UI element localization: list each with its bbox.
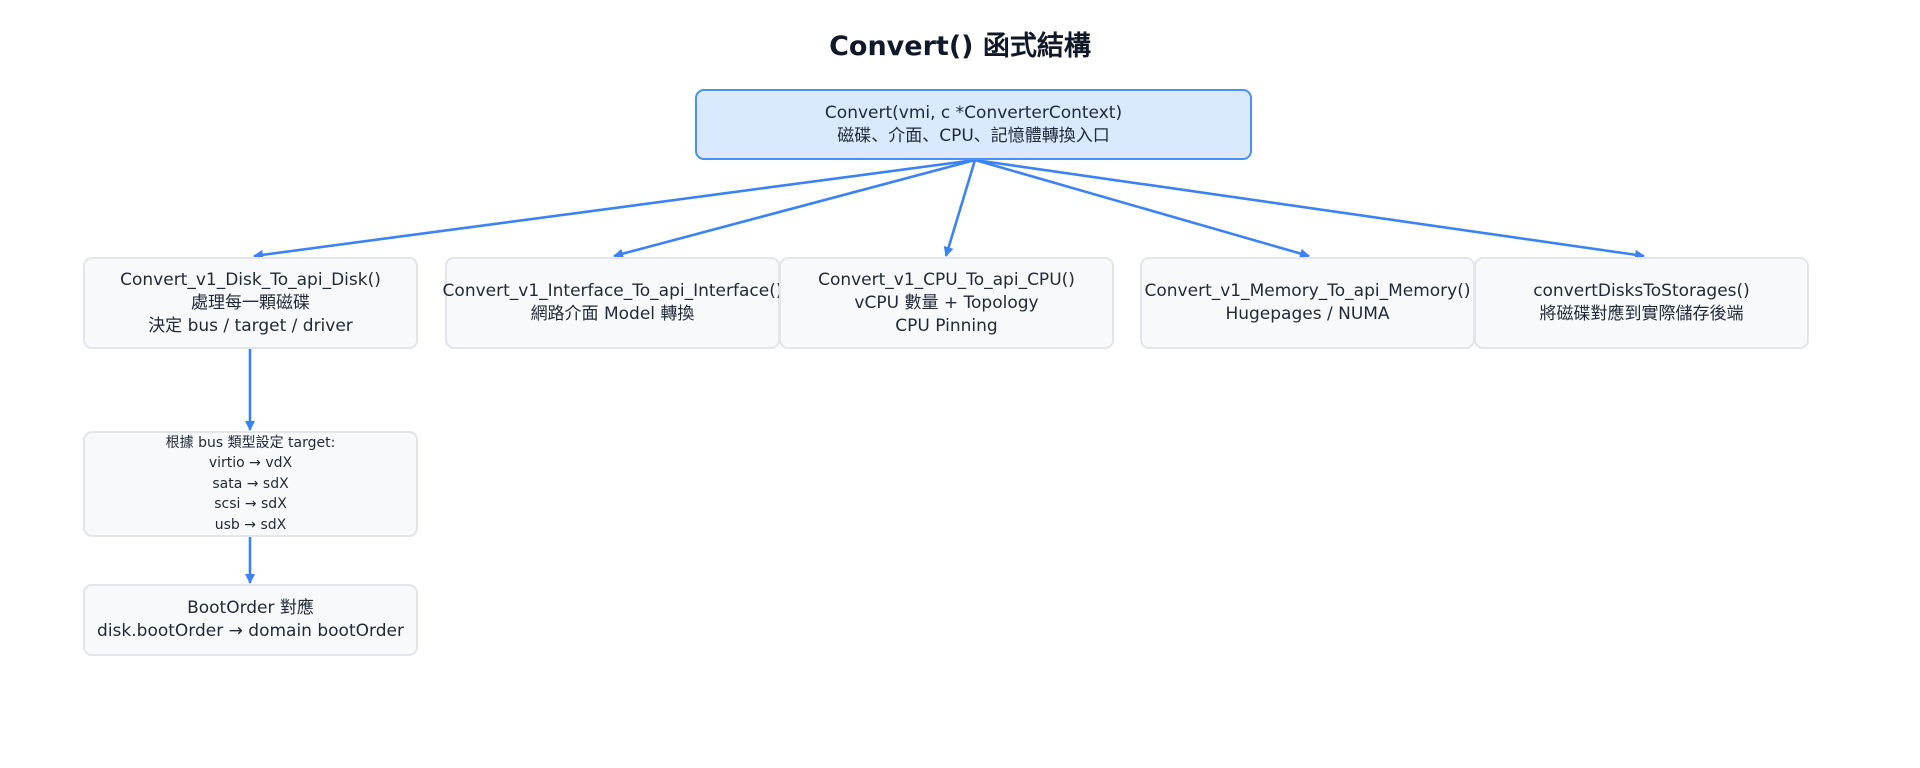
- node-storages: convertDisksToStorages() 將磁碟對應到實際儲存後端: [1474, 257, 1809, 349]
- node-bootorder: BootOrder 對應 disk.bootOrder → domain boo…: [83, 584, 418, 656]
- node-target-rules-line1: 根據 bus 類型設定 target:: [165, 434, 336, 451]
- node-memory: Convert_v1_Memory_To_api_Memory() Hugepa…: [1140, 257, 1475, 349]
- node-storages-line1: convertDisksToStorages(): [1533, 281, 1750, 301]
- node-target-rules: 根據 bus 類型設定 target: virtio → vdX sata → …: [83, 431, 418, 537]
- node-disk: Convert_v1_Disk_To_api_Disk() 處理每一顆磁碟 決定…: [83, 257, 418, 349]
- edge-root-to-interface: [613, 158, 976, 259]
- node-interface: Convert_v1_Interface_To_api_Interface() …: [442, 257, 783, 349]
- node-cpu-line3: CPU Pinning: [895, 315, 998, 336]
- node-storages-line2: 將磁碟對應到實際儲存後端: [1539, 304, 1744, 324]
- node-interface-line1: Convert_v1_Interface_To_api_Interface(): [442, 281, 783, 301]
- node-memory-line2: Hugepages / NUMA: [1225, 304, 1390, 324]
- edge-root-to-storages: [974, 158, 1645, 260]
- node-disk-line2: 處理每一顆磁碟: [191, 292, 310, 313]
- node-cpu-line2: vCPU 數量 + Topology: [854, 292, 1039, 313]
- node-disk-line3: 決定 bus / target / driver: [148, 315, 353, 336]
- node-target-rules-line5: usb → sdX: [214, 516, 287, 533]
- node-disk-line1: Convert_v1_Disk_To_api_Disk(): [120, 269, 381, 290]
- edge-root-to-cpu: [943, 159, 977, 257]
- node-target-rules-line4: scsi → sdX: [214, 496, 287, 513]
- node-cpu-line1: Convert_v1_CPU_To_api_CPU(): [818, 269, 1075, 290]
- edge-root-to-disk: [253, 158, 976, 260]
- node-cpu: Convert_v1_CPU_To_api_CPU() vCPU 數量 + To…: [779, 257, 1114, 349]
- node-convert-root-line1: Convert(vmi, c *ConverterContext): [824, 102, 1123, 123]
- node-bootorder-line1: BootOrder 對應: [187, 598, 314, 618]
- node-bootorder-line2: disk.bootOrder → domain bootOrder: [97, 621, 404, 641]
- edge-root-to-memory: [974, 158, 1310, 259]
- node-convert-root: Convert(vmi, c *ConverterContext) 磁碟、介面、…: [695, 89, 1252, 160]
- node-target-rules-line2: virtio → vdX: [208, 455, 293, 472]
- node-convert-root-line2: 磁碟、介面、CPU、記憶體轉換入口: [837, 125, 1110, 146]
- node-interface-line2: 網路介面 Model 轉換: [530, 304, 695, 324]
- node-target-rules-line3: sata → sdX: [212, 475, 289, 492]
- node-memory-line1: Convert_v1_Memory_To_api_Memory(): [1144, 281, 1471, 301]
- diagram-title: Convert() 函式結構: [829, 31, 1091, 62]
